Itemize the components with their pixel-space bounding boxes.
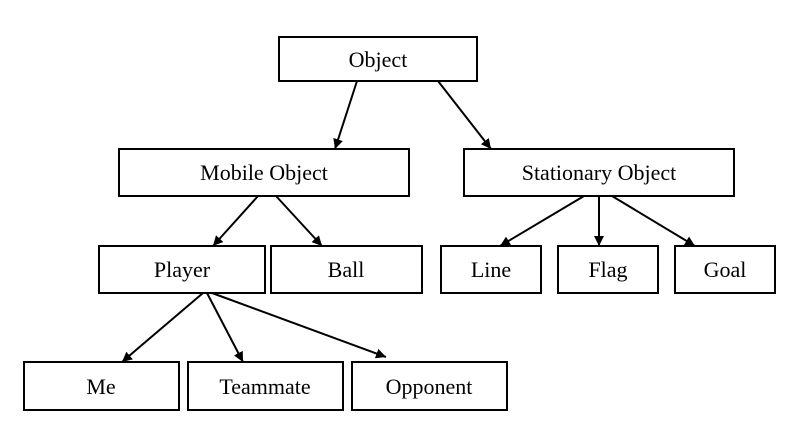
node-stationary-object-label: Stationary Object xyxy=(522,160,677,185)
edge-stationary-object-to-goal xyxy=(611,195,696,247)
node-opponent: Opponent xyxy=(351,361,508,411)
edge-player-to-opponent xyxy=(211,292,387,359)
node-stationary-object: Stationary Object xyxy=(463,148,735,197)
node-goal-label: Goal xyxy=(704,257,747,282)
node-object-box xyxy=(278,36,478,82)
node-ball-label: Ball xyxy=(328,257,365,282)
node-me-label: Me xyxy=(86,374,115,399)
edge-player-to-me xyxy=(121,292,204,363)
node-goal: Goal xyxy=(674,245,776,294)
node-line: Line xyxy=(440,245,542,294)
edge-stationary-object-to-line xyxy=(499,195,585,247)
node-object-label: Object xyxy=(349,47,408,72)
node-ball-box xyxy=(270,245,423,294)
edges-group xyxy=(121,80,696,363)
node-player-label: Player xyxy=(154,257,211,282)
node-object: Object xyxy=(278,36,478,82)
node-player: Player xyxy=(98,245,266,294)
node-flag-box xyxy=(557,245,659,294)
node-flag: Flag xyxy=(557,245,659,294)
node-teammate: Teammate xyxy=(187,361,344,411)
node-opponent-label: Opponent xyxy=(386,374,473,399)
node-mobile-object-box xyxy=(118,148,410,197)
node-mobile-object-label: Mobile Object xyxy=(200,160,328,185)
node-ball: Ball xyxy=(270,245,423,294)
node-flag-label: Flag xyxy=(588,257,627,282)
edge-object-to-stationary-object xyxy=(437,80,492,150)
node-teammate-label: Teammate xyxy=(219,374,310,399)
edge-object-to-mobile-object xyxy=(333,80,358,150)
node-stationary-object-box xyxy=(463,148,735,197)
node-mobile-object: Mobile Object xyxy=(118,148,410,197)
node-line-label: Line xyxy=(471,257,511,282)
node-opponent-box xyxy=(351,361,508,411)
edge-mobile-object-to-ball xyxy=(275,195,323,247)
node-goal-box xyxy=(674,245,776,294)
node-teammate-box xyxy=(187,361,344,411)
edge-mobile-object-to-player xyxy=(212,195,259,247)
node-me-box xyxy=(23,361,180,411)
edge-player-to-teammate xyxy=(206,292,244,363)
node-line-box xyxy=(440,245,542,294)
node-player-box xyxy=(98,245,266,294)
node-me: Me xyxy=(23,361,180,411)
